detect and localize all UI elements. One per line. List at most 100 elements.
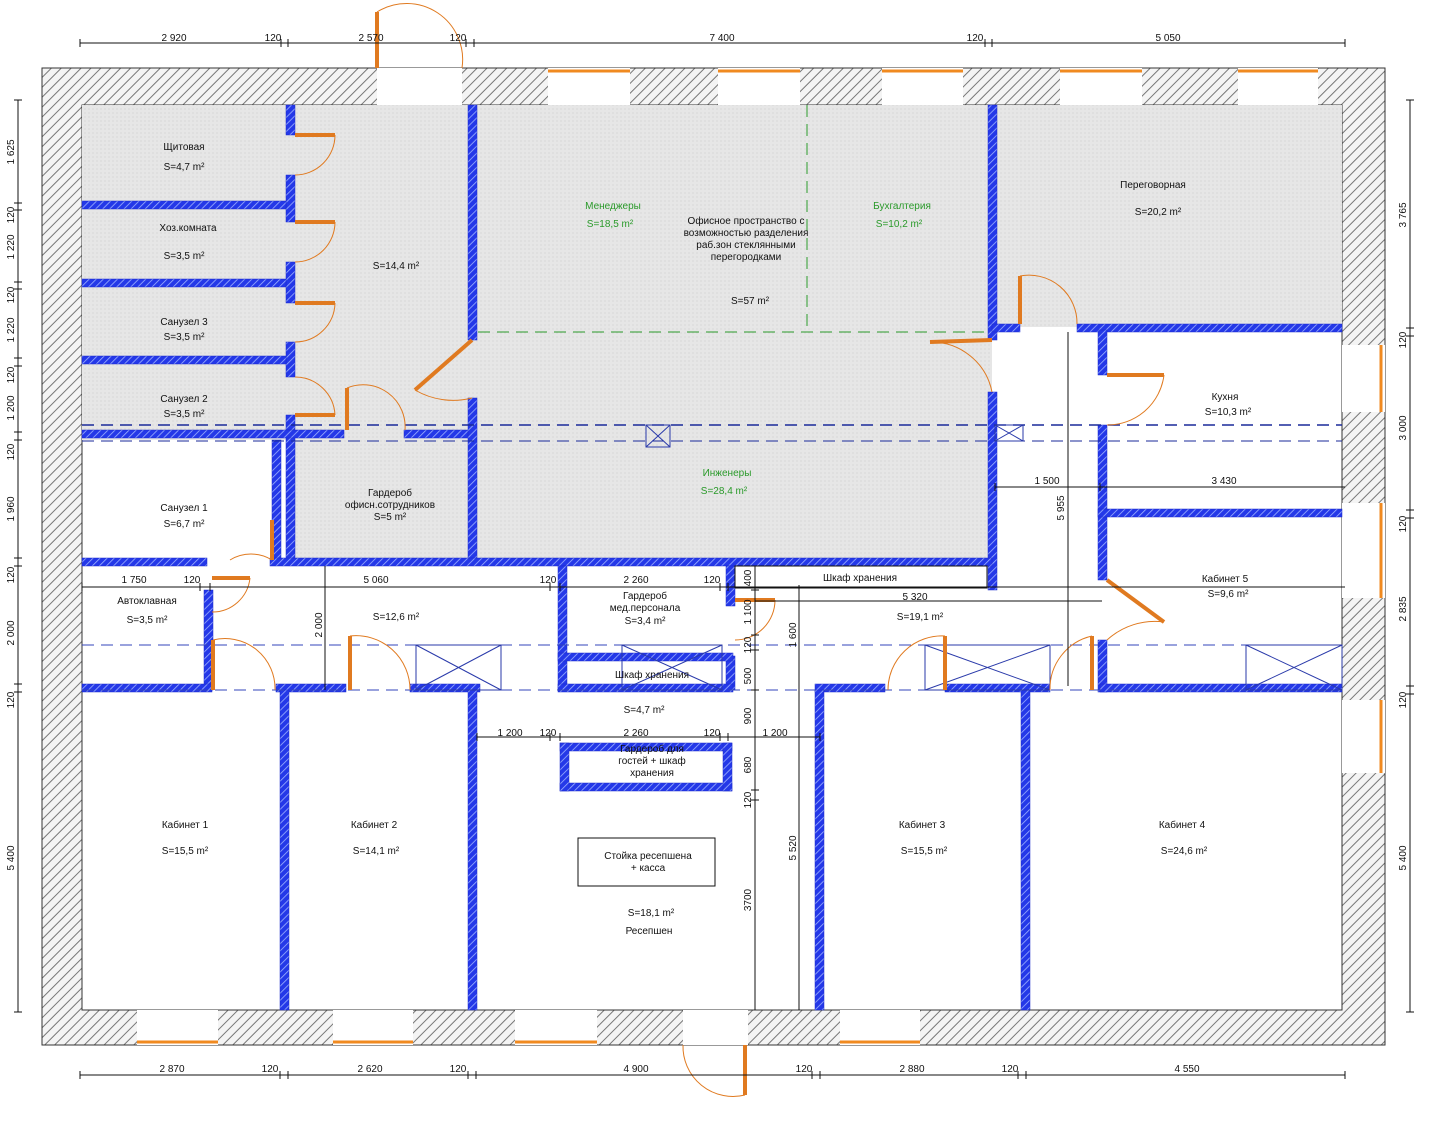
window: [333, 1010, 413, 1045]
room-name: Санузел 2: [160, 394, 208, 405]
door: [294, 376, 336, 417]
office-note: перегородками: [711, 252, 781, 263]
room-area: S=15,5 m²: [162, 846, 209, 857]
window: [1342, 345, 1385, 412]
dimension-label: 120: [6, 566, 17, 583]
zone-name: Менеджеры: [585, 201, 641, 212]
dimension-label: 120: [450, 33, 467, 44]
partition-wall: [1097, 329, 1108, 376]
partition-wall: [285, 104, 296, 136]
dimension-label: 5 050: [1155, 33, 1180, 44]
door: [294, 220, 336, 263]
partition-wall: [1097, 508, 1343, 518]
room-name: мед.персонала: [610, 603, 681, 614]
window: [840, 1010, 920, 1045]
storage-upper-box: [734, 565, 988, 589]
partition-wall: [285, 174, 296, 223]
room-name: Шкаф хранения: [615, 669, 689, 681]
room-name: Кухня: [1212, 392, 1239, 403]
zone-area: S=10,2 m²: [876, 219, 923, 230]
room-name: Шкаф хранения: [823, 572, 897, 584]
dimension-label: 900: [743, 707, 754, 724]
partition-wall: [1076, 323, 1343, 333]
dimension-label: 120: [967, 33, 984, 44]
partition-wall: [722, 742, 733, 792]
door: [294, 133, 336, 176]
dimension-label: 1 200: [497, 728, 522, 739]
room-name: Кабинет 1: [162, 819, 209, 831]
partition-wall: [987, 104, 998, 341]
door: [375, 3, 464, 69]
room-area: S=14,1 m²: [353, 846, 400, 857]
dimension-label: 1 200: [762, 728, 787, 739]
office-note: Офисное пространство с: [688, 215, 805, 227]
door: [413, 338, 474, 401]
room-name: офисн.сотрудников: [345, 499, 435, 511]
window: [718, 68, 800, 105]
partition-wall: [557, 683, 734, 693]
desk-label: Стойка ресепшена: [604, 851, 692, 862]
dimension-label: 1 220: [6, 234, 17, 259]
window: [548, 68, 630, 105]
partition-wall: [1020, 689, 1031, 1011]
room-name: Санузел 3: [160, 317, 208, 328]
vent-shaft-icon: [415, 644, 502, 691]
dimension-label: 120: [6, 286, 17, 303]
room-area: S=18,1 m²: [628, 908, 675, 919]
dimension-label: 5 520: [788, 835, 799, 860]
dimension-label: 1 100: [743, 599, 754, 624]
room-area: S=19,1 m²: [897, 612, 944, 623]
partition-wall: [814, 683, 886, 693]
room-area: S=3,4 m²: [625, 616, 667, 627]
window: [1238, 68, 1318, 105]
office-note: возможностью разделения: [684, 228, 809, 239]
room-name: гостей + шкаф: [618, 755, 685, 767]
partition-wall: [279, 689, 290, 1011]
dimension-label: 680: [743, 756, 754, 773]
dimension-label: 120: [1398, 515, 1409, 532]
dimension-label: 120: [704, 728, 721, 739]
partition-wall: [559, 782, 733, 792]
window: [1060, 68, 1142, 105]
vent-shaft-icon: [621, 644, 723, 691]
dimension-label: 120: [450, 1064, 467, 1075]
partition-wall: [1097, 424, 1108, 581]
room-area: S=3,5 m²: [164, 332, 206, 343]
door: [348, 635, 411, 691]
partition-wall: [81, 355, 287, 365]
door: [929, 338, 993, 393]
dimension-label: 1 960: [6, 496, 17, 521]
dimension-label: 2 000: [314, 612, 325, 637]
partition-wall: [285, 261, 296, 304]
vent-shaft-icon: [994, 424, 1024, 442]
partition-wall: [81, 557, 208, 567]
entrance-opening: [377, 68, 462, 105]
partition-wall: [467, 689, 478, 1011]
dimension-label: 120: [540, 728, 557, 739]
dimension-label: 120: [265, 33, 282, 44]
dimension-label: 120: [6, 443, 17, 460]
office-note: раб.зон стеклянными: [696, 239, 795, 251]
dimension-label: 2 880: [899, 1064, 924, 1075]
window: [882, 68, 963, 105]
window: [1342, 700, 1385, 773]
dimension-label: 1 500: [1034, 476, 1059, 487]
dimension-label: 120: [1398, 331, 1409, 348]
interior-walls: [81, 104, 1343, 1011]
partition-wall: [81, 200, 287, 210]
dimension-label: 120: [540, 575, 557, 586]
room-area: S=3,5 m²: [127, 615, 169, 626]
dimension-label: 120: [743, 791, 754, 808]
room-area: S=3,5 m²: [164, 409, 206, 420]
partition-wall: [557, 565, 568, 691]
partition-wall: [1099, 683, 1343, 693]
dimension-label: 2 570: [358, 33, 383, 44]
room-area: S=10,3 m²: [1205, 407, 1252, 418]
door: [211, 638, 276, 691]
door: [294, 301, 336, 343]
partition-wall: [81, 429, 345, 439]
partition-wall: [81, 683, 213, 693]
room-name: Хоз.комната: [159, 223, 217, 234]
